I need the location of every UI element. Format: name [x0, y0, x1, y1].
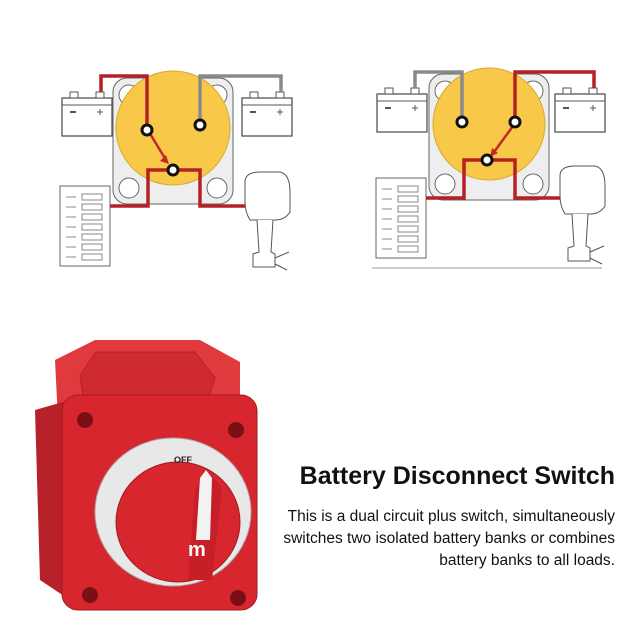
off-label: OFF [174, 455, 192, 465]
outboard-motor-icon [559, 165, 606, 265]
fuse-panel-icon [59, 185, 111, 267]
fuse-panel-icon [375, 177, 427, 259]
outboard-motor-icon [244, 171, 291, 271]
battery-icon [61, 91, 113, 137]
red-wire [99, 74, 149, 130]
gray-wire [198, 74, 283, 125]
gray-wire [413, 70, 464, 122]
battery-icon [554, 87, 606, 133]
brand-logo: m [188, 539, 206, 561]
knob-pointer [196, 470, 212, 540]
rotary-knob[interactable] [115, 461, 241, 583]
wiring-diagram-2 [372, 67, 606, 269]
wiring-diagram-1 [59, 70, 293, 271]
battery-icon [376, 87, 428, 133]
battery-icon [241, 91, 293, 137]
battery-switch-product-photo: OFF m [35, 340, 258, 611]
arrow-icon [492, 125, 515, 153]
product-title: Battery Disconnect Switch [299, 462, 615, 490]
product-description: This is a dual circuit plus switch, simu… [283, 508, 615, 569]
arrow-icon [147, 131, 168, 161]
red-wire [513, 70, 596, 122]
